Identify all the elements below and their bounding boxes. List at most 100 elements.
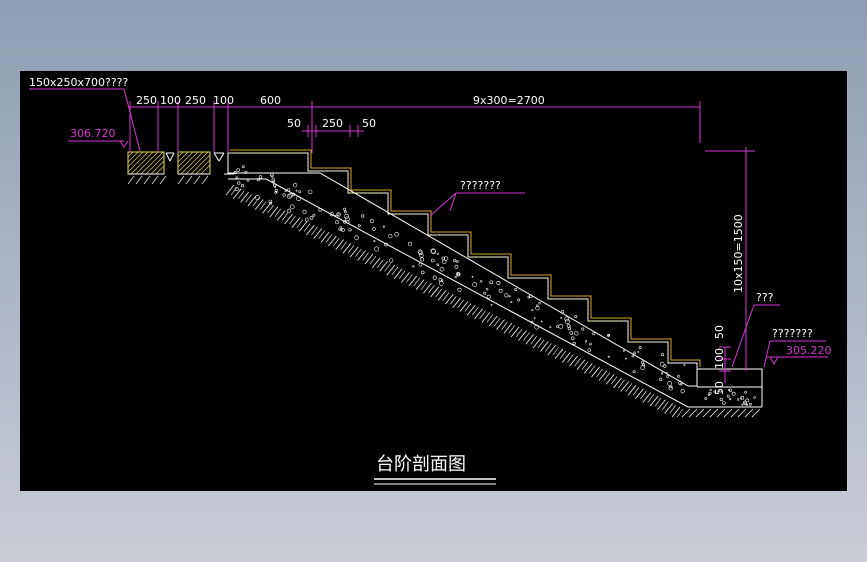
hatch-line (613, 377, 622, 389)
aggregate-dot (533, 317, 536, 319)
aggregate-dot (749, 402, 752, 406)
aggregate-dot (727, 389, 730, 392)
stair-structure (227, 152, 698, 387)
aggregate-dot (361, 214, 365, 218)
hatch-line (589, 365, 596, 374)
hatch-line (127, 151, 144, 168)
hatch-line (530, 336, 538, 345)
hatch-line (676, 408, 684, 418)
aggregate-dot (592, 332, 596, 336)
aggregate-dot (631, 354, 635, 358)
aggregate-dot (669, 385, 673, 389)
hatch-line (430, 286, 440, 298)
aggregate-dot (667, 381, 673, 386)
aggregate-dot (483, 291, 487, 295)
aggregate-dot (726, 394, 730, 398)
hatch-line (472, 306, 479, 316)
aggregate-dot (659, 377, 663, 382)
hatch-line (618, 379, 625, 389)
hatch-line (627, 384, 637, 396)
aggregate-dot (268, 199, 273, 204)
aggregate-dot (270, 172, 274, 177)
aggregate-dot (659, 361, 665, 367)
hatch-line (537, 339, 545, 349)
hatch-line (751, 408, 761, 418)
aggregate-dot (344, 213, 349, 219)
slab-underside (228, 178, 762, 408)
spec-leader (29, 88, 141, 152)
aggregate-dot (420, 270, 425, 275)
hatch-line (681, 408, 691, 418)
label-floor-leader (763, 340, 826, 368)
aggregate-dot (318, 208, 322, 212)
hatch-line (177, 151, 194, 168)
cad-canvas: 250 100 250 100 600 9x300=2700 50 250 50… (20, 71, 847, 491)
hatch-line (730, 408, 740, 418)
aggregate-dot (295, 189, 298, 192)
hatch-line (523, 332, 530, 341)
hatch-line (325, 234, 333, 243)
aggregate-dot (486, 294, 491, 299)
hatch-line (185, 151, 209, 175)
hatch-line (635, 388, 644, 400)
hatch-line (605, 373, 615, 385)
aggregate-dot (348, 228, 352, 232)
aggregate-dot (567, 326, 572, 331)
hatch-line (230, 186, 238, 196)
hatch-line (640, 390, 647, 399)
hatch-line (423, 283, 432, 294)
aggregate-dot (274, 191, 277, 194)
hatch-line (274, 208, 282, 218)
hatch-line (496, 319, 505, 330)
hatch-line (347, 245, 355, 254)
hatch-line (276, 210, 286, 221)
hatch-line (583, 363, 593, 374)
aggregate-dot (384, 242, 388, 247)
hatch-line (488, 315, 498, 327)
hatch-line (143, 175, 151, 185)
hatch-line (298, 221, 308, 232)
elevation-top: 306.720 (70, 127, 116, 140)
top-dimension-chain (128, 101, 701, 153)
hatch-line (591, 366, 600, 378)
aggregate-dot (581, 327, 585, 331)
hatch-line (364, 253, 374, 265)
aggregate-dot (236, 168, 240, 172)
hatch-line (185, 175, 193, 185)
aggregate-dot (298, 190, 302, 194)
hatch-line (695, 408, 705, 418)
hatch-line (177, 151, 184, 158)
aggregate-dot (718, 389, 723, 393)
aggregate-dot (744, 390, 747, 394)
dim-tread: 250 (322, 117, 343, 130)
aggregate-dot (272, 180, 275, 183)
aggregate-dot (721, 401, 726, 405)
aggregate-dot (740, 397, 743, 400)
aggregate-dot (677, 374, 680, 378)
aggregate-dot (455, 260, 459, 263)
finish-layer-inner (230, 152, 669, 363)
hatch-line (135, 175, 143, 185)
aggregate-dot (584, 340, 588, 343)
aggregate-dot (420, 257, 425, 262)
hatch-line (625, 383, 633, 392)
hatch-line (177, 175, 185, 185)
hatch-line (459, 301, 469, 312)
hatch-line (391, 266, 399, 276)
hatch-line (662, 401, 669, 410)
aggregate-dot (343, 210, 347, 214)
hatch-line (518, 330, 527, 341)
hatch-line (296, 219, 304, 228)
hatch-line (493, 317, 501, 327)
aggregate-dot (287, 208, 292, 213)
dim-base-50-top: 50 (713, 325, 726, 339)
aggregate-dot (335, 220, 339, 225)
aggregate-dot (419, 253, 424, 258)
hatch-line (450, 296, 457, 305)
hatch-line (408, 275, 418, 287)
hatch-line (515, 328, 523, 338)
aggregate-dot (237, 181, 241, 185)
hatch-line (165, 152, 171, 162)
hatch-line (135, 151, 159, 175)
hatch-line (540, 341, 549, 352)
